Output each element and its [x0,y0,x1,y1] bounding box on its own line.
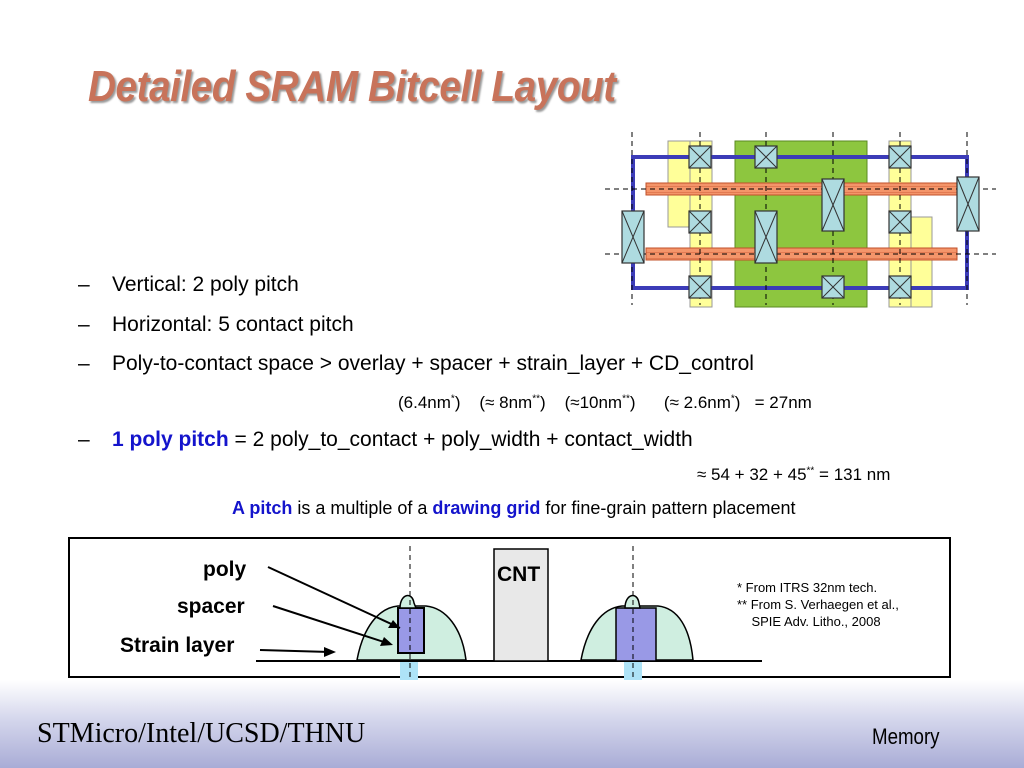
footnote-spie: SPIE Adv. Litho., 2008 [737,614,881,629]
label-spacer: spacer [177,595,245,618]
bullet-dash: – [78,352,90,375]
contact-cross-line [821,275,845,299]
contact-cross-line [956,176,980,232]
poly-line-top [645,182,958,196]
footer-band [0,680,1024,768]
value-spacer: (≈ 8nm [479,393,533,412]
value-paren: ) [629,393,636,412]
bullet-text: Horizontal: 5 contact pitch [112,313,354,336]
spacer-arrow-head [380,637,393,646]
value-footnote-mark: * [730,393,735,405]
pitch-calc-sum: ≈ 54 + 32 + 45 [697,465,807,484]
contact-cross-line [621,210,645,264]
value-paren: ) [454,393,461,412]
pitch-note: A pitch is a multiple of a drawing grid … [232,498,796,519]
footer-topic: Memory [872,724,940,749]
slide-title: Detailed SRAM Bitcell Layout [88,62,616,111]
value-footnote-mark: ** [532,393,540,405]
contact-cross-line [688,145,712,169]
poly-gate-left [397,607,425,654]
contact-cnt [493,548,549,662]
strain-arrow-head [324,647,336,657]
poly-arrow-head [388,620,400,628]
poly-cap-left [399,594,418,609]
cross-section [256,546,762,687]
footnote-verhaegen: ** From S. Verhaegen et al., [737,597,899,612]
contact-cross-line [688,275,712,299]
bullet-horizontal: –Horizontal: 5 contact pitch [78,313,354,337]
footer-affiliation: STMicro/Intel/UCSD/THNU [37,718,366,749]
bullet-text: Vertical: 2 poly pitch [112,273,299,296]
value-overlay: (6.4nm [398,393,451,412]
bullet-dash: – [78,428,90,451]
value-cd-control: (≈ 2.6nm [663,393,731,412]
pitch-calculation: ≈ 54 + 32 + 45** = 131 nm [697,465,890,485]
bullet-dash: – [78,313,90,336]
contact-cross-line [688,210,712,234]
contact-cross-line [888,275,912,299]
pitch-calc-footnote-mark: ** [806,465,815,477]
strain-arrow [259,649,331,653]
poly-pitch-highlight: 1 poly pitch [112,428,229,451]
label-strain-layer: Strain layer [120,634,235,657]
value-footnote-mark: * [450,393,455,405]
footnote-itrs: * From ITRS 32nm tech. [737,580,878,595]
pitch-note-term: A pitch [232,498,293,518]
poly-line-bottom [645,247,958,261]
value-strain: (≈10nm [564,393,623,412]
value-paren: ) [734,393,741,412]
bullet-poly-pitch: –1 poly pitch = 2 poly_to_contact + poly… [78,428,693,452]
poly-pitch-formula: = 2 poly_to_contact + poly_width + conta… [228,428,693,451]
bullet-vertical: –Vertical: 2 poly pitch [78,273,299,297]
values-line: (6.4nm*) (≈ 8nm**) (≈10nm**) (≈ 2.6nm*) … [398,393,812,413]
label-cnt: CNT [497,563,541,586]
contact-cross-line [888,145,912,169]
pitch-calc-result: = 131 nm [814,465,891,484]
contact-cross-line [888,210,912,234]
pitch-note-text: is a multiple of a [292,498,433,518]
value-total: = 27nm [754,393,812,412]
poly-arrow [267,566,401,629]
contact-cross-line [754,210,778,264]
label-poly: poly [203,558,247,581]
pitch-note-grid: drawing grid [432,498,541,518]
bullet-text: Poly-to-contact space > overlay + spacer… [112,352,754,375]
pitch-note-text: for fine-grain pattern placement [540,498,796,518]
value-paren: ) [540,393,546,412]
bullet-poly-to-contact: –Poly-to-contact space > overlay + space… [78,352,754,376]
spacer-arrow [272,605,388,644]
contact-cross-line [821,178,845,232]
contact-cross-line [754,145,778,169]
value-footnote-mark: ** [622,393,630,405]
poly-gate-right [615,607,657,662]
nwell-region [909,216,933,308]
bitcell-layout [605,132,996,308]
contact-group [621,145,980,299]
bullet-dash: – [78,273,90,296]
